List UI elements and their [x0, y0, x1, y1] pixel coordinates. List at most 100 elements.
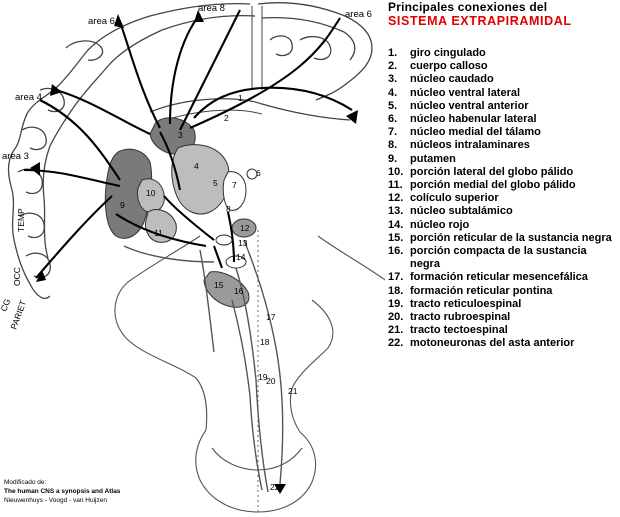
- legend-num: 14.: [388, 218, 404, 231]
- legend-item: 10.porción lateral del globo pálido: [388, 166, 618, 179]
- legend-item: 15. porción reticular de la sustancia neg…: [388, 232, 618, 245]
- nucleus-4-5-thalamus: [171, 144, 230, 215]
- legend-item: 3.núcleo caudado: [388, 73, 618, 86]
- legend-item: 6. núcleo habenular lateral: [388, 113, 618, 126]
- legend-item: 4. núcleo ventral lateral: [388, 87, 618, 100]
- legend-item: 14.núcleo rojo: [388, 219, 618, 232]
- arrowheads: [30, 10, 358, 494]
- legend-num: 16.: [388, 245, 404, 258]
- legend-num: 1.: [388, 47, 398, 59]
- legend-num: 8.: [388, 139, 398, 152]
- num-11: 11: [154, 228, 163, 238]
- label-area6-left: area 6: [88, 16, 115, 27]
- legend-label: núcleo subtalámico: [410, 205, 513, 218]
- num-3: 3: [178, 130, 183, 140]
- legend-item: 22. motoneuronas del asta anterior: [388, 337, 618, 350]
- label-pariet: PARIET: [8, 299, 28, 331]
- nucleus-15-16-substantia-nigra: [203, 271, 250, 308]
- legend-label: formación reticular mesencefálica: [410, 271, 588, 284]
- num-4: 4: [194, 161, 199, 171]
- legend-item: 17. formación reticular mesencefálica: [388, 271, 618, 284]
- num-21: 21: [288, 386, 298, 396]
- legend-num: 5.: [388, 99, 398, 112]
- num-6: 6: [256, 168, 261, 178]
- num-14: 14: [236, 252, 246, 262]
- legend-item: 12. colículo superior: [388, 192, 618, 205]
- credits: Modificado de: The human CNS a synopsis …: [4, 478, 120, 505]
- legend-num: 19.: [388, 297, 404, 310]
- legend-label: tracto reticuloespinal: [410, 297, 522, 310]
- legend-num: 6.: [388, 113, 398, 126]
- legend-item: 5. núcleo ventral anterior: [388, 100, 618, 113]
- extrapyramidal-diagram: area 8 area 6 area 6 area 4 area 3 TEMP …: [0, 2, 385, 513]
- legend-num: 7.: [388, 126, 398, 139]
- legend-item: 18. formación reticular pontina: [388, 285, 618, 298]
- legend-label: núcleo ventral lateral: [410, 86, 521, 99]
- legend-item: 9.putamen: [388, 153, 618, 166]
- legend-label: núcleo habenular lateral: [410, 113, 537, 126]
- num-22: 22: [270, 482, 280, 492]
- cortex-outline: [7, 2, 373, 299]
- legend-label: colículo superior: [410, 192, 499, 205]
- title-line1: Principales conexiones del: [388, 0, 548, 14]
- legend-label: giro cingulado: [410, 47, 486, 59]
- legend-item: 19. tracto reticuloespinal: [388, 298, 618, 311]
- legend-num: 2.: [388, 60, 398, 73]
- num-12: 12: [240, 223, 250, 233]
- legend-item: 7. núcleo medial del tálamo: [388, 126, 618, 139]
- legend-num: 15.: [388, 231, 404, 244]
- credits-line2: The human CNS a synopsis and Atlas: [4, 488, 121, 495]
- num-15: 15: [214, 280, 224, 290]
- legend-item: 1. giro cingulado: [388, 47, 618, 60]
- legend-item: 2.cuerpo calloso: [388, 60, 618, 73]
- num-16: 16: [234, 286, 244, 296]
- label-area8: area 8: [198, 3, 225, 14]
- num-20: 20: [266, 376, 276, 386]
- legend-label: núcleo medial del tálamo: [410, 126, 541, 139]
- area-labels: area 8 area 6 area 6 area 4 area 3: [2, 3, 372, 162]
- descending-tracts: [123, 239, 284, 493]
- legend-label: formación reticular pontina: [410, 284, 553, 297]
- title-line2: SISTEMA EXTRAPIRAMIDAL: [388, 14, 572, 28]
- num-18: 18: [260, 337, 270, 347]
- num-7: 7: [232, 180, 237, 190]
- legend-label: motoneuronas del asta anterior: [410, 337, 575, 350]
- legend-item: 16. porción compacta de la sustancia negr…: [388, 245, 618, 271]
- title-block: Principales conexiones del SISTEMA EXTRA…: [388, 0, 618, 29]
- legend-item: 11.porción medial del globo pálido: [388, 179, 618, 192]
- nucleus-13-subthalamic: [215, 234, 233, 246]
- legend-label: núcleo ventral anterior: [410, 99, 529, 112]
- num-9: 9: [120, 200, 125, 210]
- legend-label: porción compacta de la sustancia negra: [410, 245, 587, 271]
- legend-num: 18.: [388, 284, 404, 297]
- label-area4: area 4: [15, 92, 42, 103]
- label-occ: OCC: [12, 267, 22, 286]
- num-5: 5: [213, 178, 218, 188]
- legend-num: 17.: [388, 271, 404, 284]
- legend-num: 3.: [388, 73, 398, 86]
- legend-item: 20. tracto rubroespinal: [388, 311, 618, 324]
- legend-num: 10.: [388, 165, 404, 178]
- connection-pathways: [23, 9, 353, 279]
- legend-num: 12.: [388, 192, 404, 205]
- brainstem-outline: [114, 230, 385, 513]
- legend-label: porción reticular de la sustancia negra: [410, 231, 612, 244]
- legend-num: 21.: [388, 324, 404, 337]
- legend-num: 22.: [388, 337, 404, 350]
- legend-num: 13.: [388, 205, 404, 218]
- legend-list: 1.giro cingulado 2.cuerpo calloso 3.núcl…: [388, 47, 618, 351]
- cortex-region-labels: TEMP OCC PARIET CG: [0, 208, 28, 331]
- nucleus-7-medial-thalamus: [222, 171, 247, 211]
- legend-label: tracto rubroespinal: [410, 311, 511, 324]
- label-temp: TEMP: [16, 208, 26, 232]
- label-area3: area 3: [2, 151, 29, 162]
- legend-num: 20.: [388, 311, 404, 324]
- legend-num: 4.: [388, 86, 398, 99]
- legend-label: núcleos intralaminares: [410, 139, 530, 152]
- credits-line3: Nieuwenhuys - Voogd - van Huijzen: [4, 497, 107, 504]
- label-cg: CG: [0, 297, 12, 312]
- num-10: 10: [146, 188, 156, 198]
- legend-label: porción medial del globo pálido: [410, 179, 576, 192]
- num-13: 13: [238, 238, 248, 248]
- num-19: 19: [258, 372, 268, 382]
